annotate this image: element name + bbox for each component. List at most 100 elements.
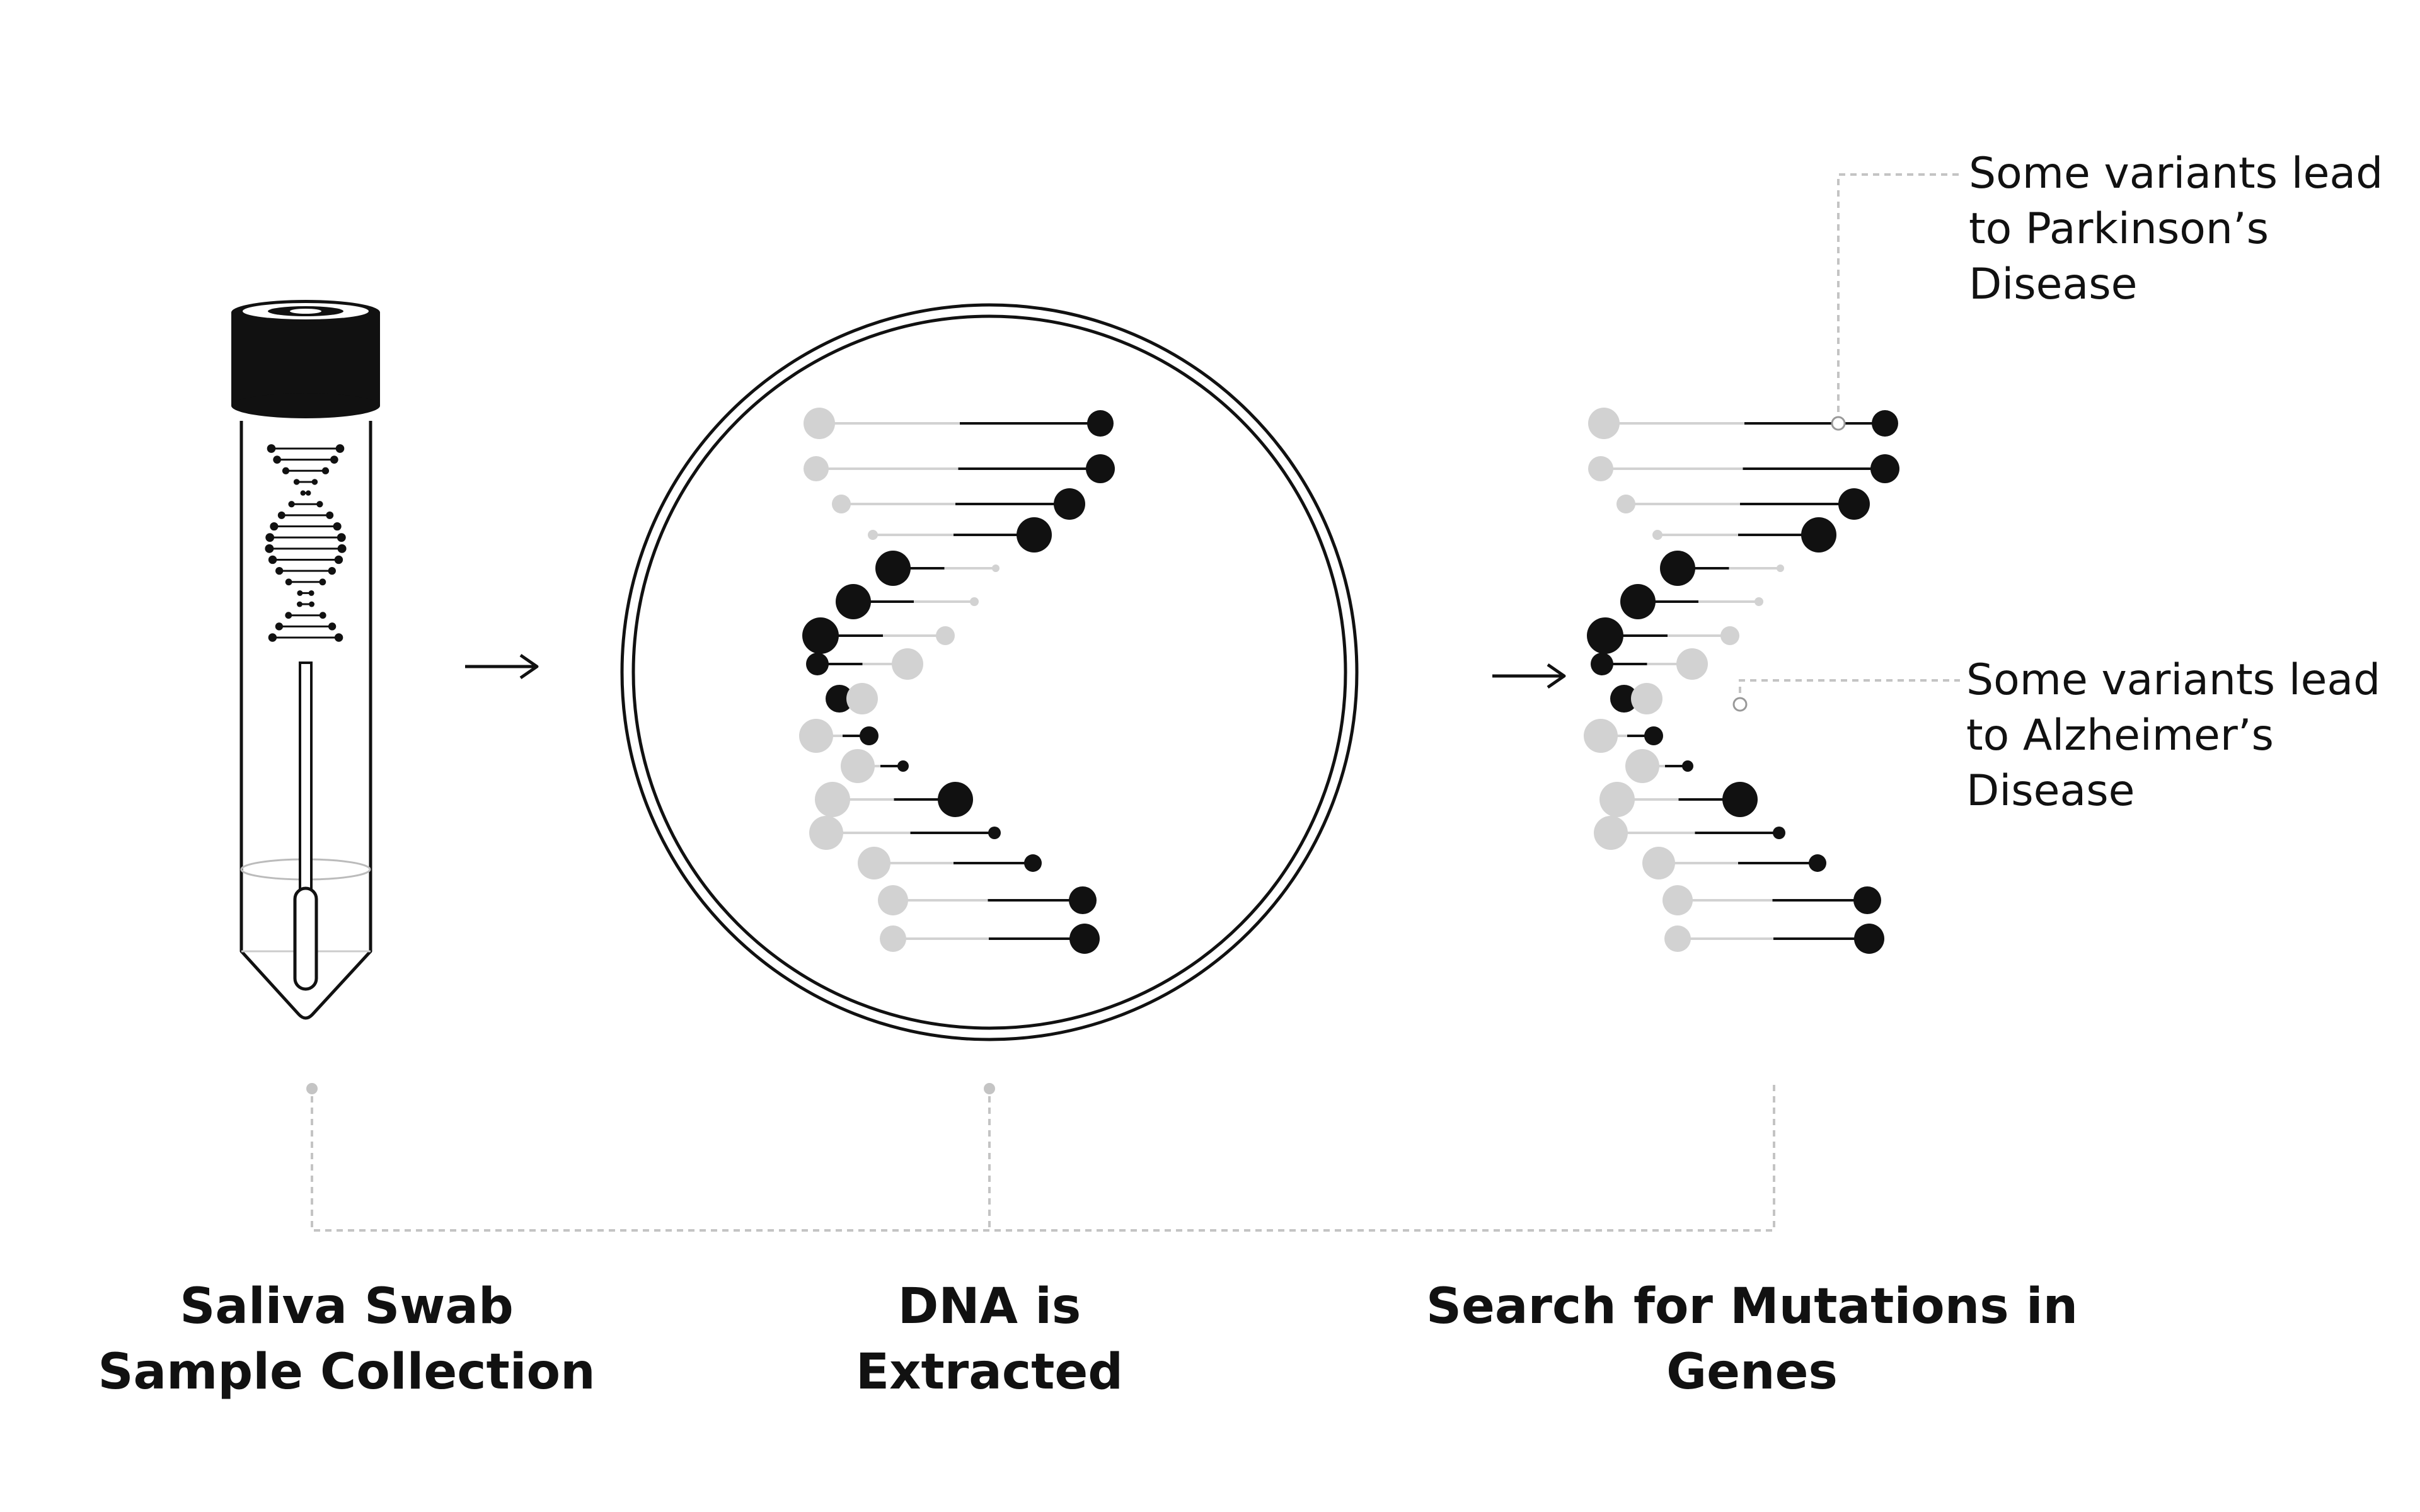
tube-dna-node <box>268 633 277 642</box>
dna-helix-node <box>1069 924 1100 954</box>
tube-dna-node <box>337 533 346 542</box>
dna-helix-node <box>992 564 1000 572</box>
dna-helix-node <box>815 782 850 817</box>
dna-helix-node <box>1664 925 1691 952</box>
dna-helix-node <box>1587 617 1623 654</box>
dna-helix-node <box>836 584 871 619</box>
dna-helix-node <box>1870 454 1899 483</box>
tube-dna-node <box>288 501 295 508</box>
step-label-dna: DNA is Extracted <box>731 1274 1248 1405</box>
tube-dna-node <box>319 578 326 586</box>
dna-helix-node <box>970 597 979 606</box>
step-label-line: DNA is <box>897 1278 1081 1335</box>
dna-helix-node <box>1588 456 1613 481</box>
dna-helix-node <box>860 726 879 745</box>
tube-dna-node <box>306 490 311 496</box>
annotation-line: Disease <box>1969 260 2138 309</box>
dna-helix-node <box>936 626 955 645</box>
dna-helix-node <box>804 456 829 481</box>
tube-dna-node <box>319 612 326 619</box>
tube-dna-node <box>337 544 347 553</box>
tube-dna-node <box>270 522 279 531</box>
dna-helix-node <box>826 685 853 713</box>
dna-helix-node <box>1801 517 1836 553</box>
dna-helix-node <box>1625 749 1659 783</box>
dna-helix-node <box>1024 854 1042 872</box>
dna-helix-node <box>858 847 890 879</box>
dna-helix-node <box>802 617 839 654</box>
step-label-line: Extracted <box>855 1344 1124 1400</box>
dna-helix-node <box>1588 408 1620 439</box>
annotation-connector-alzheimers <box>1732 679 1960 712</box>
annotation-line: Some variants lead <box>1966 655 2381 705</box>
tube-dna-node <box>296 601 302 607</box>
tube-dna-node <box>309 601 315 607</box>
saliva-tube-icon <box>231 300 380 1020</box>
tube-dna-node <box>275 622 284 631</box>
tube-dna-node <box>334 633 343 642</box>
step-label-search: Search for Mutations in Genes <box>1374 1274 2130 1405</box>
tube-dna-node <box>311 479 318 485</box>
dna-helix-node <box>1086 454 1115 483</box>
dna-helix-node <box>1631 683 1662 714</box>
dna-helix-node <box>1660 551 1695 586</box>
dna-helix-node <box>1853 886 1881 914</box>
tube-dna-node <box>330 455 338 464</box>
tube-dna-node <box>267 444 276 453</box>
dna-helix-node <box>878 885 908 915</box>
tube-dna-node <box>335 444 345 453</box>
dna-helix-node <box>1610 685 1638 713</box>
dna-helix-node <box>1054 488 1085 520</box>
dna-helix-node <box>1777 564 1784 572</box>
step-label-line: Sample Collection <box>98 1344 596 1400</box>
dna-helix-node <box>1594 816 1628 850</box>
dna-helix-node <box>1838 488 1870 520</box>
dna-helix-node <box>988 827 1001 839</box>
dna-helix-node <box>1642 847 1675 879</box>
dna-helix-node <box>1591 653 1613 675</box>
dna-helix-node <box>1087 410 1114 437</box>
dna-helix-node <box>1584 719 1618 753</box>
dna-helix-icon <box>799 408 1115 954</box>
arrow-right-icon <box>1492 663 1566 689</box>
tube-dna-node <box>265 544 274 553</box>
annotation-line: Some variants lead <box>1969 149 2383 198</box>
dna-helix-node <box>832 495 851 513</box>
dna-helix-node <box>1644 726 1663 745</box>
dna-helix-node <box>1720 626 1739 645</box>
dna-helix-node <box>1017 517 1052 553</box>
tube-dna-node <box>333 522 342 531</box>
dna-helix-node <box>799 719 833 753</box>
arrow-right-icon <box>465 653 539 680</box>
dna-helix-node <box>1652 530 1662 540</box>
extraction-circle <box>620 303 1359 1041</box>
dna-helix-node <box>846 683 878 714</box>
step-label-line: Saliva Swab <box>180 1278 514 1335</box>
tube-dna-node <box>297 590 303 596</box>
tube-dna-node <box>285 612 292 619</box>
tube-dna-node <box>275 566 284 575</box>
dna-helix-node <box>880 925 906 952</box>
tube-dna-node <box>277 511 285 519</box>
annotation-parkinsons: Some variants lead to Parkinson’s Diseas… <box>1969 146 2383 312</box>
dna-helix-node <box>1616 495 1635 513</box>
dna-helix-node <box>1722 782 1758 817</box>
tube-dna-node <box>282 467 290 474</box>
tube-dna-node <box>334 555 343 564</box>
dna-helix-node <box>1069 886 1097 914</box>
dna-helix-node <box>1872 410 1898 437</box>
dna-helix-node <box>1662 885 1693 915</box>
dna-helix-node <box>1599 782 1635 817</box>
tube-dna-node <box>316 501 323 508</box>
tube-dna-node <box>321 467 330 474</box>
tube-dna-node <box>293 479 300 485</box>
dna-helix-node <box>1809 854 1826 872</box>
dna-helix-node <box>897 760 909 772</box>
tube-dna-node <box>326 511 334 519</box>
tube-dna-node <box>308 590 314 596</box>
dna-helix-node <box>868 530 878 540</box>
annotation-connector-parkinsons <box>1831 173 1963 431</box>
dna-helix-node <box>875 551 911 586</box>
tube-dna-node <box>265 533 275 542</box>
